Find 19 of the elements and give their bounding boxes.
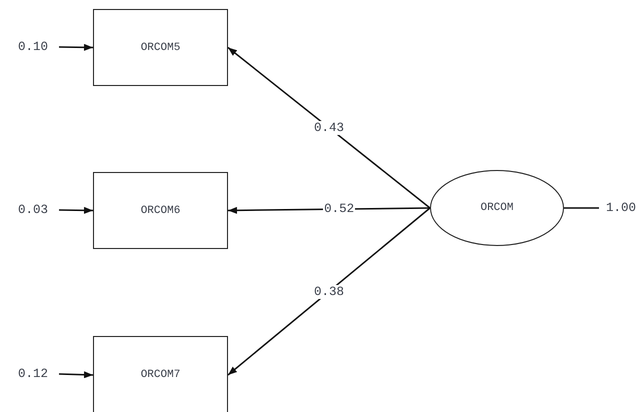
variance-value: 1.00	[599, 200, 643, 216]
observed-variable-box	[93, 172, 228, 249]
error-value: 0.10	[8, 39, 58, 55]
arrow	[58, 44, 94, 51]
arrow	[58, 371, 94, 378]
observed-variable-box	[93, 9, 228, 86]
connector-line	[564, 207, 599, 209]
arrow	[58, 206, 94, 214]
error-value: 0.03	[8, 202, 58, 218]
arrow	[228, 207, 430, 376]
variable-name: ORCOM	[480, 202, 514, 214]
variable-name: ORCOM5	[140, 42, 180, 54]
edge-label: 0.38	[313, 284, 345, 298]
error-value: 0.12	[8, 366, 58, 382]
observed-variable-box	[93, 336, 228, 412]
variable-name: ORCOM6	[140, 204, 180, 216]
edge-label: 0.43	[313, 120, 345, 135]
variable-name: ORCOM7	[140, 369, 180, 381]
arrow	[228, 46, 430, 209]
